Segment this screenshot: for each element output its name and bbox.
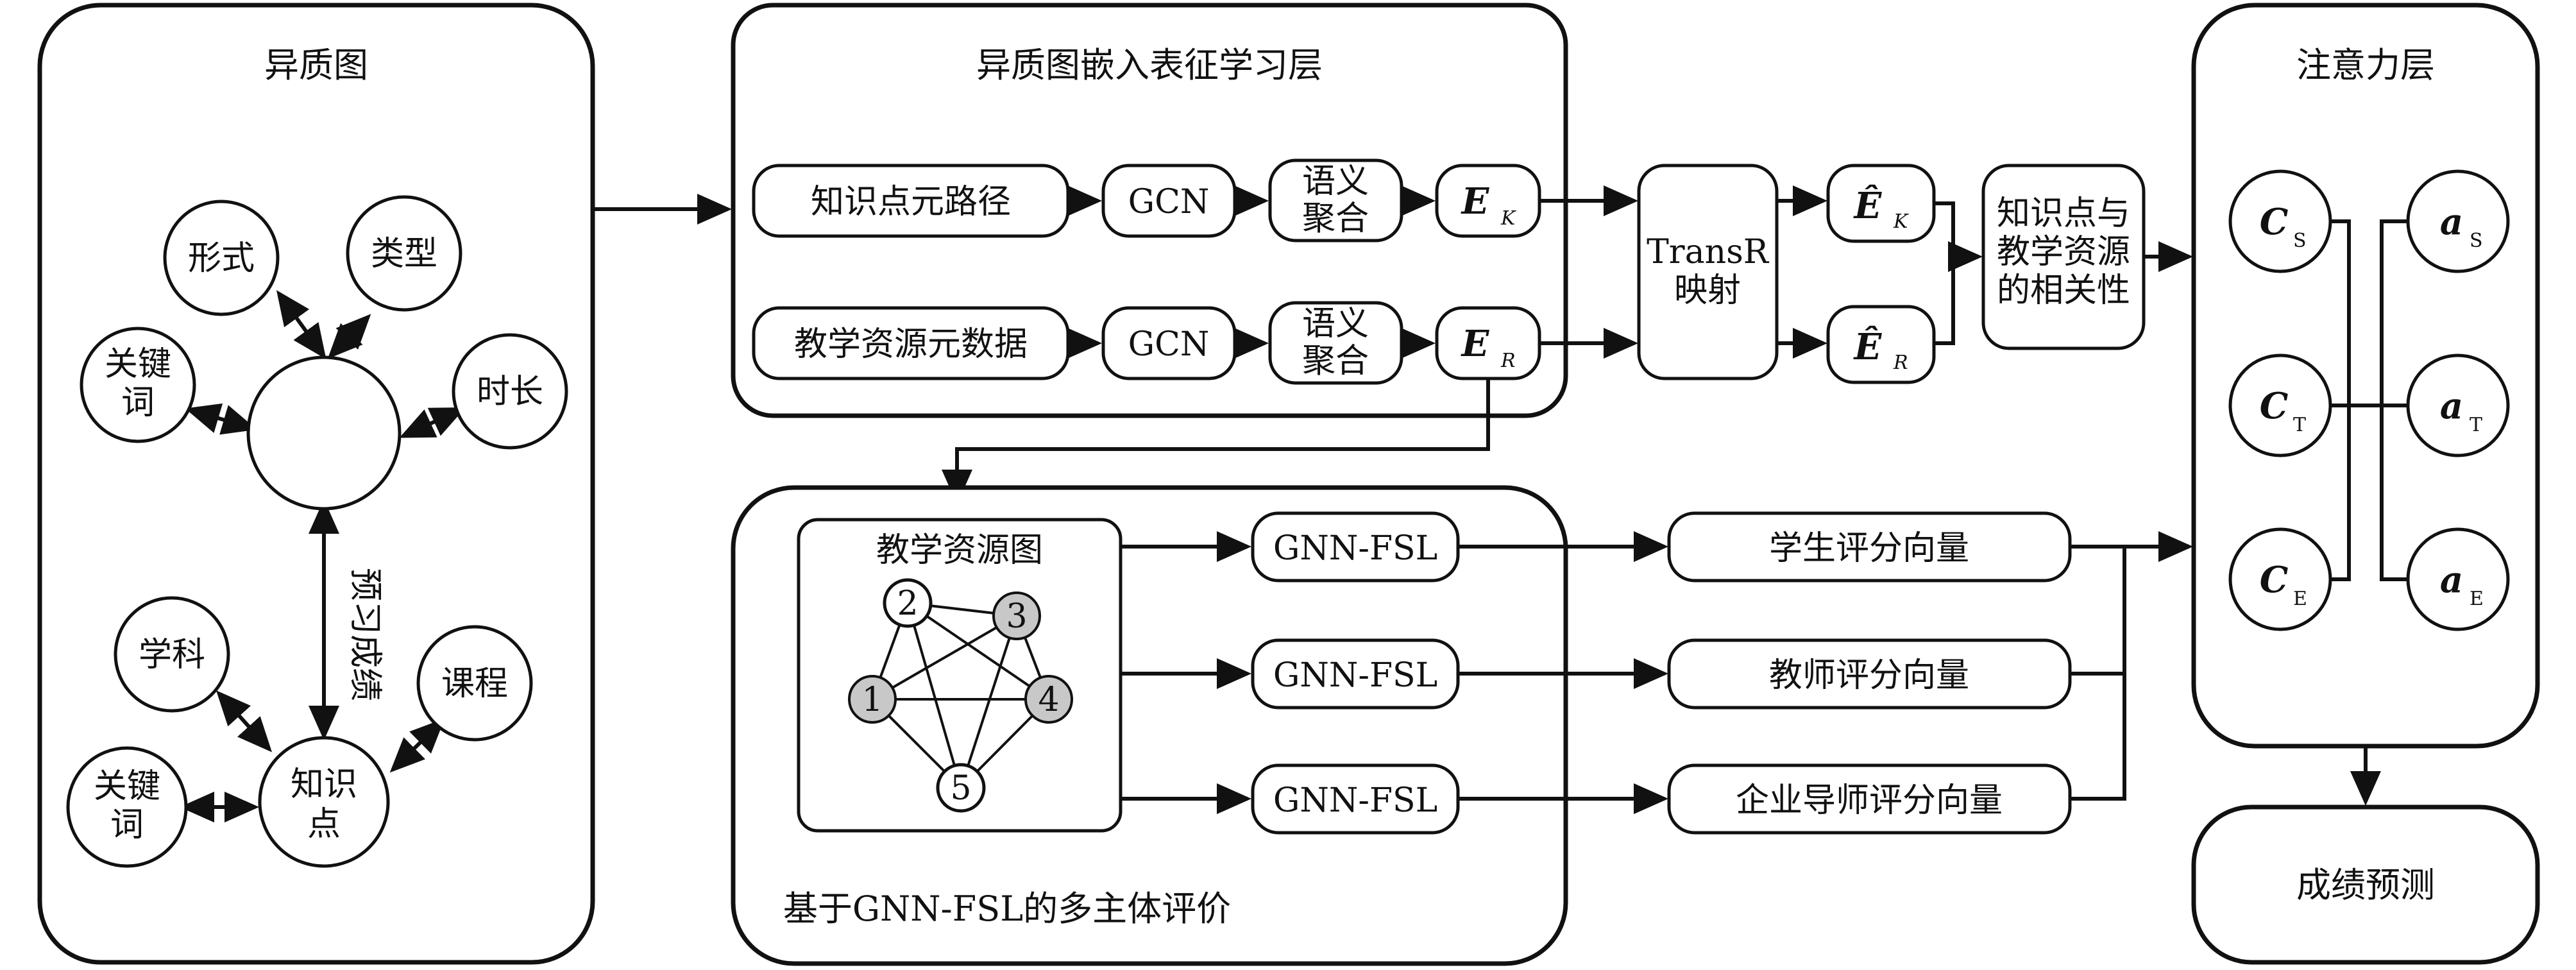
- node-course-label: 课程: [441, 665, 508, 703]
- svg-text:a: a: [2440, 201, 2463, 243]
- c-bracket: [2330, 219, 2351, 581]
- node-subject: [114, 596, 230, 713]
- edge-duration-center: [399, 407, 466, 438]
- eval-panel-title: 基于GNN-FSL的多主体评价: [783, 889, 1231, 929]
- er-subscript: R: [1500, 350, 1516, 372]
- sem-agg-label-k-2: 聚合: [1302, 200, 1369, 238]
- er-symbol: E: [1461, 323, 1490, 365]
- merge-hat-line: [1934, 201, 1955, 345]
- node-keyword-label-2: 词: [121, 384, 155, 422]
- node-duration-label: 时长: [477, 373, 543, 411]
- transr-label-2: 映射: [1674, 271, 1741, 310]
- svg-text:a: a: [2440, 385, 2463, 427]
- node-course: [416, 625, 533, 742]
- a-bracket: [2380, 219, 2408, 581]
- node-keyword2-label-2: 词: [110, 806, 144, 844]
- node-keyword2-label-1: 关键: [94, 767, 160, 806]
- svg-text:E: E: [2293, 588, 2307, 610]
- predict-box: [2191, 804, 2540, 965]
- edge-course-knowledge: [389, 718, 445, 773]
- svg-text:C: C: [2260, 201, 2289, 243]
- svg-text:GNN-FSL: GNN-FSL: [1273, 529, 1437, 568]
- svg-text:GNN-FSL: GNN-FSL: [1273, 781, 1437, 820]
- graph-node-5: [936, 763, 986, 813]
- svg-text:2: 2: [897, 584, 918, 623]
- res-meta-label: 教学资源元数据: [794, 325, 1028, 364]
- sem-agg-label-k-1: 语义: [1302, 162, 1369, 201]
- node-subject-label: 学科: [139, 636, 205, 674]
- svg-text:S: S: [2293, 230, 2307, 252]
- node-type-label: 类型: [371, 235, 437, 273]
- erhat-subscript: R: [1893, 352, 1908, 374]
- relevance-label-1: 知识点与: [1997, 194, 2130, 233]
- ek-subscript: K: [1500, 207, 1516, 230]
- graph-node-1: [848, 675, 897, 724]
- svg-text:C: C: [2260, 385, 2289, 427]
- node-knowledge-label-1: 知识: [291, 765, 357, 804]
- svg-text:5: 5: [950, 769, 971, 808]
- graph-node-2: [883, 578, 933, 628]
- ekhat-subscript: K: [1893, 210, 1909, 233]
- node-knowledge-label-2: 点: [307, 805, 341, 844]
- node-form-label: 形式: [188, 239, 255, 278]
- edge-keyword-center: [185, 403, 257, 435]
- mentor-score-label: 企业导师评分向量: [1736, 781, 2003, 820]
- hetero-graph-title: 异质图: [264, 45, 368, 85]
- hetero-edges: [180, 290, 466, 822]
- transr-label-1: TransR: [1647, 233, 1770, 271]
- graph-node-3: [992, 591, 1041, 640]
- node-center-resource: [246, 355, 402, 511]
- sem-agg-label-r-1: 语义: [1302, 305, 1369, 343]
- ek-symbol: E: [1461, 180, 1490, 223]
- sem-agg-label-r-2: 聚合: [1302, 342, 1369, 380]
- resource-graph-title: 教学资源图: [876, 531, 1043, 570]
- svg-text:4: 4: [1038, 681, 1059, 719]
- svg-text:1: 1: [861, 681, 883, 719]
- relevance-label-2: 教学资源: [1997, 233, 2130, 271]
- edge-label-preview-score: 预习成绩: [346, 568, 384, 701]
- node-duration: [452, 333, 568, 450]
- svg-text:GNN-FSL: GNN-FSL: [1273, 656, 1437, 695]
- edge-subject-knowledge: [216, 690, 273, 753]
- node-keyword: [80, 327, 196, 443]
- node-type: [346, 195, 462, 312]
- node-keyword2: [66, 746, 188, 868]
- kp-metapath-label: 知识点元路径: [811, 183, 1011, 221]
- relevance-label-3: 的相关性: [1997, 271, 2130, 310]
- svg-text:C: C: [2260, 559, 2289, 601]
- node-knowledge: [258, 736, 390, 868]
- predict-label: 成绩预测: [2296, 865, 2435, 905]
- erhat-symbol: Ê: [1853, 325, 1883, 368]
- svg-text:E: E: [2470, 588, 2484, 610]
- svg-text:a: a: [2440, 559, 2463, 601]
- graph-node-4: [1024, 675, 1073, 724]
- arrow-er-to-resource-graph: [942, 379, 1490, 504]
- svg-text:3: 3: [1006, 597, 1027, 636]
- svg-text:S: S: [2470, 230, 2483, 252]
- svg-text:T: T: [2293, 414, 2306, 436]
- gcn-label-r: GCN: [1128, 325, 1210, 364]
- ekhat-symbol: Ê: [1853, 184, 1883, 227]
- edge-form-center: [276, 290, 326, 359]
- student-score-label: 学生评分向量: [1769, 529, 1969, 568]
- svg-text:T: T: [2470, 414, 2482, 436]
- gcn-label-k: GCN: [1128, 183, 1210, 221]
- attention-panel-title: 注意力层: [2296, 45, 2435, 85]
- teacher-score-label: 教师评分向量: [1769, 656, 1969, 695]
- transr-box: [1637, 164, 1779, 380]
- node-keyword-label-1: 关键: [105, 345, 171, 384]
- edge-type-center: [327, 314, 371, 359]
- embed-panel-title: 异质图嵌入表征学习层: [976, 45, 1323, 85]
- node-form: [163, 200, 280, 316]
